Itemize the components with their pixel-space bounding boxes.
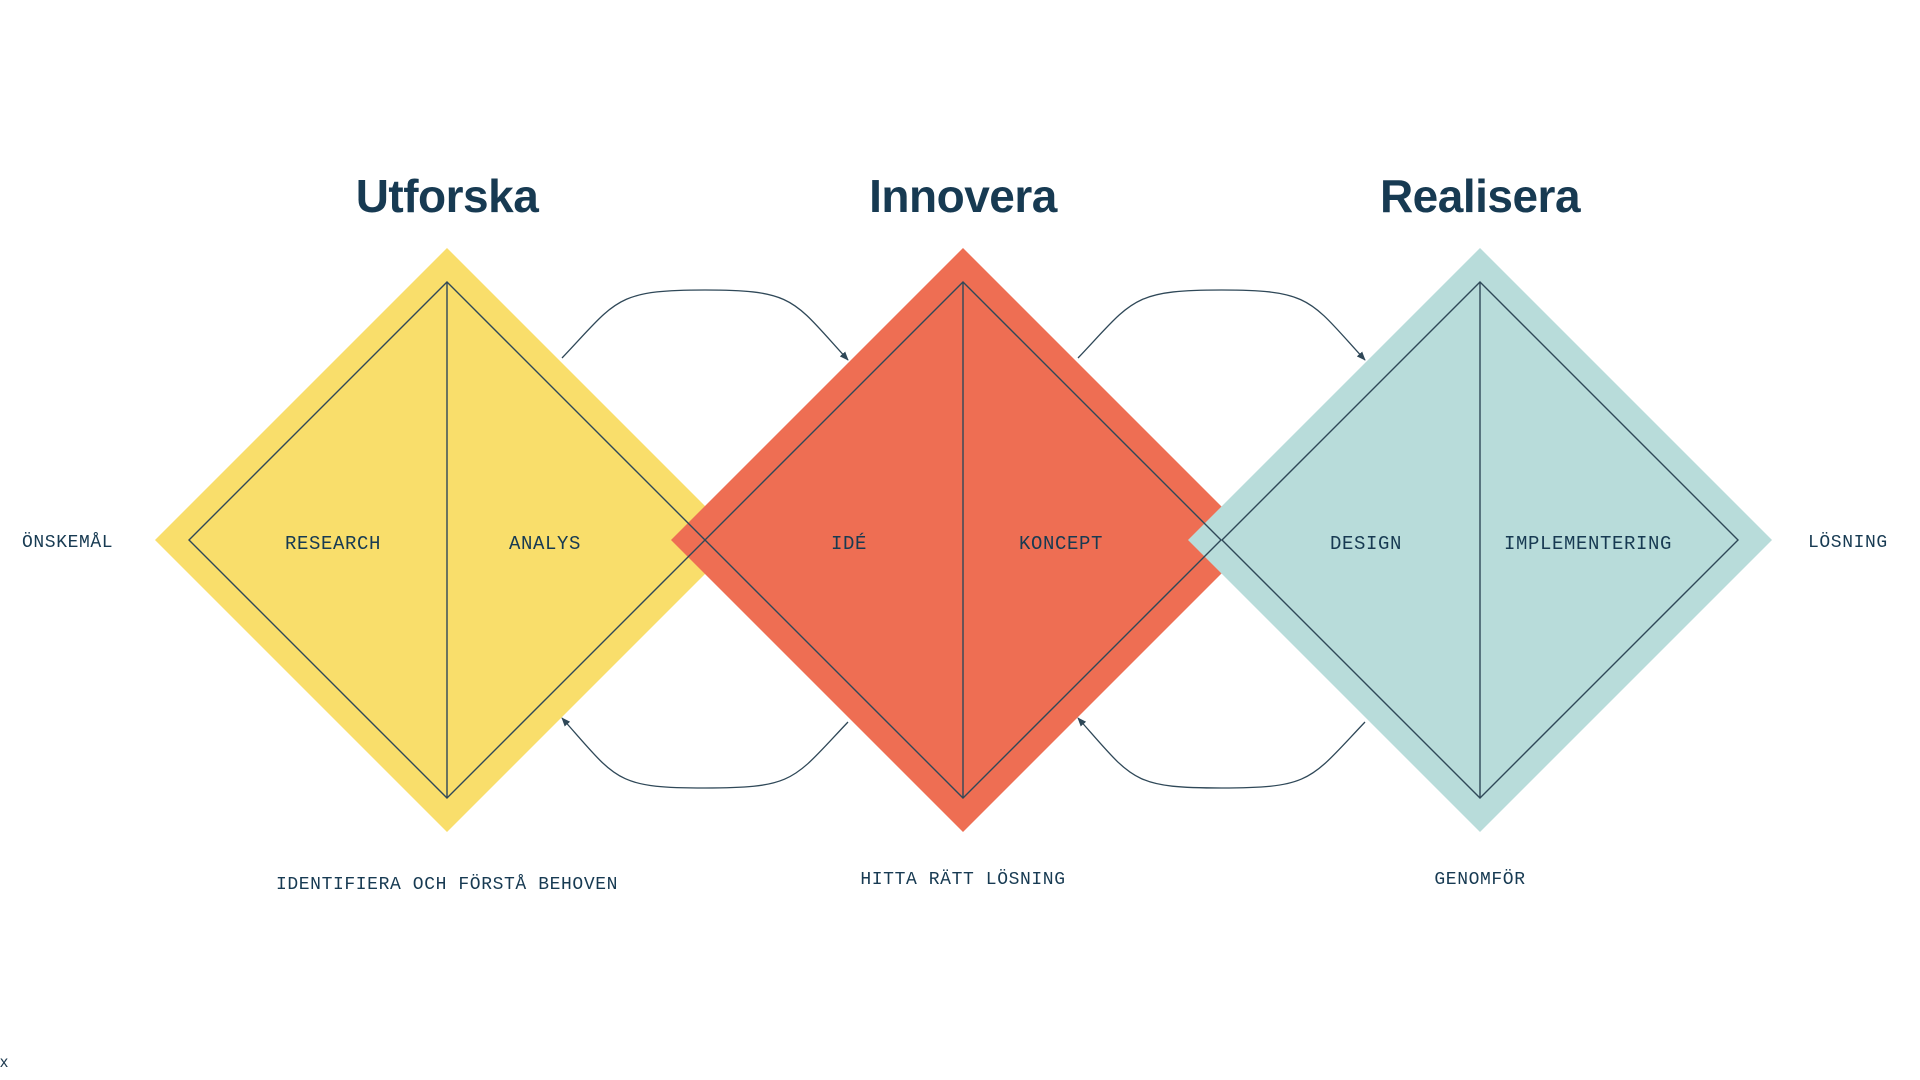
phase-title-realisera: Realisera bbox=[1380, 170, 1581, 222]
phase-caption-utforska: IDENTIFIERA OCH FÖRSTÅ BEHOVEN bbox=[276, 874, 618, 895]
arc-back-innovera-utforska bbox=[561, 717, 849, 789]
diamond-outlines bbox=[188, 281, 1739, 799]
corner-mark: x bbox=[0, 1054, 8, 1071]
connector-arcs bbox=[561, 289, 1366, 789]
stage-label-ide: IDÉ bbox=[831, 533, 867, 555]
stage-label-design: DESIGN bbox=[1330, 533, 1402, 555]
arc-forward-innovera-realisera bbox=[1077, 289, 1366, 361]
phase-caption-realisera: GENOMFÖR bbox=[1434, 869, 1525, 890]
arc-back-realisera-innovera bbox=[1077, 717, 1366, 789]
end-label: LÖSNING bbox=[1808, 532, 1888, 553]
stage-label-research: RESEARCH bbox=[285, 533, 381, 555]
phase-title-utforska: Utforska bbox=[356, 170, 540, 222]
start-label: ÖNSKEMÅL bbox=[22, 532, 113, 553]
phase-caption-innovera: HITTA RÄTT LÖSNING bbox=[860, 869, 1065, 890]
stage-label-implementering: IMPLEMENTERING bbox=[1504, 533, 1672, 555]
phase-title-innovera: Innovera bbox=[869, 170, 1058, 222]
stage-label-analys: ANALYS bbox=[509, 533, 581, 555]
stage-label-koncept: KONCEPT bbox=[1019, 533, 1103, 555]
arc-forward-utforska-innovera bbox=[561, 289, 849, 361]
